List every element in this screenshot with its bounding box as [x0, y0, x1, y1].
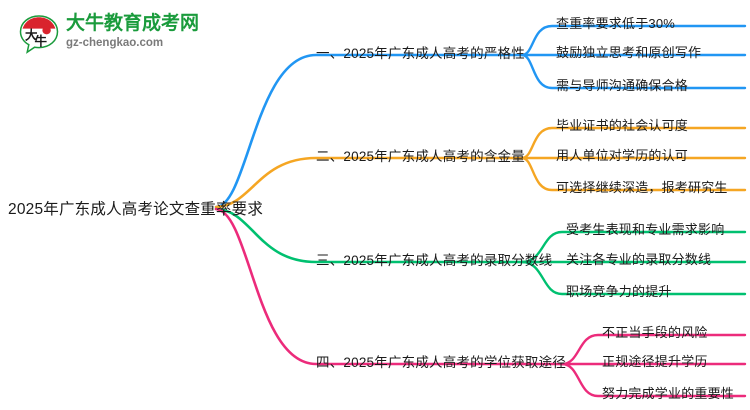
- branch-1-child-2[interactable]: 鼓励独立思考和原创写作: [556, 45, 702, 60]
- branch-3-child-1[interactable]: 受考生表现和专业需求影响: [566, 222, 725, 237]
- branch-1-label[interactable]: 一、2025年广东成人高考的严格性: [316, 46, 525, 61]
- branch-2-label[interactable]: 二、2025年广东成人高考的含金量: [316, 149, 525, 164]
- branch-4-label[interactable]: 四、2025年广东成人高考的学位获取途径: [316, 355, 567, 370]
- branch-2-child-1[interactable]: 毕业证书的社会认可度: [556, 118, 689, 133]
- branch-3-label[interactable]: 三、2025年广东成人高考的录取分数线: [316, 253, 553, 268]
- svg-text:大: 大: [25, 28, 38, 43]
- branch-2-child-3[interactable]: 可选择继续深造，报考研究生: [556, 180, 728, 195]
- daniu-bull-logo-icon: 大 牛: [18, 13, 60, 55]
- branch-3-child-3[interactable]: 职场竞争力的提升: [566, 284, 672, 299]
- branch-1-child-3[interactable]: 需与导师沟通确保合格: [556, 78, 689, 93]
- logo-text: 大牛教育成考网 gz-chengkao.com: [66, 12, 238, 51]
- svg-text:牛: 牛: [35, 34, 48, 49]
- branch-4-child-1[interactable]: 不正当手段的风险: [602, 325, 708, 340]
- branch-2-child-2[interactable]: 用人单位对学历的认可: [556, 148, 689, 163]
- logo-subtitle: gz-chengkao.com: [66, 37, 164, 49]
- mindmap-root-node[interactable]: 2025年广东成人高考论文查重率要求: [8, 201, 264, 218]
- site-logo[interactable]: 大 牛 大牛教育成考网 gz-chengkao.com: [18, 10, 238, 58]
- branch-4-child-3[interactable]: 努力完成学业的重要性: [602, 386, 735, 401]
- logo-title: 大牛教育成考网: [66, 13, 200, 34]
- branch-4-child-2[interactable]: 正规途径提升学历: [602, 354, 708, 369]
- branch-3-child-2[interactable]: 关注各专业的录取分数线: [566, 252, 712, 267]
- branch-1-child-1[interactable]: 查重率要求低于30%: [556, 16, 676, 31]
